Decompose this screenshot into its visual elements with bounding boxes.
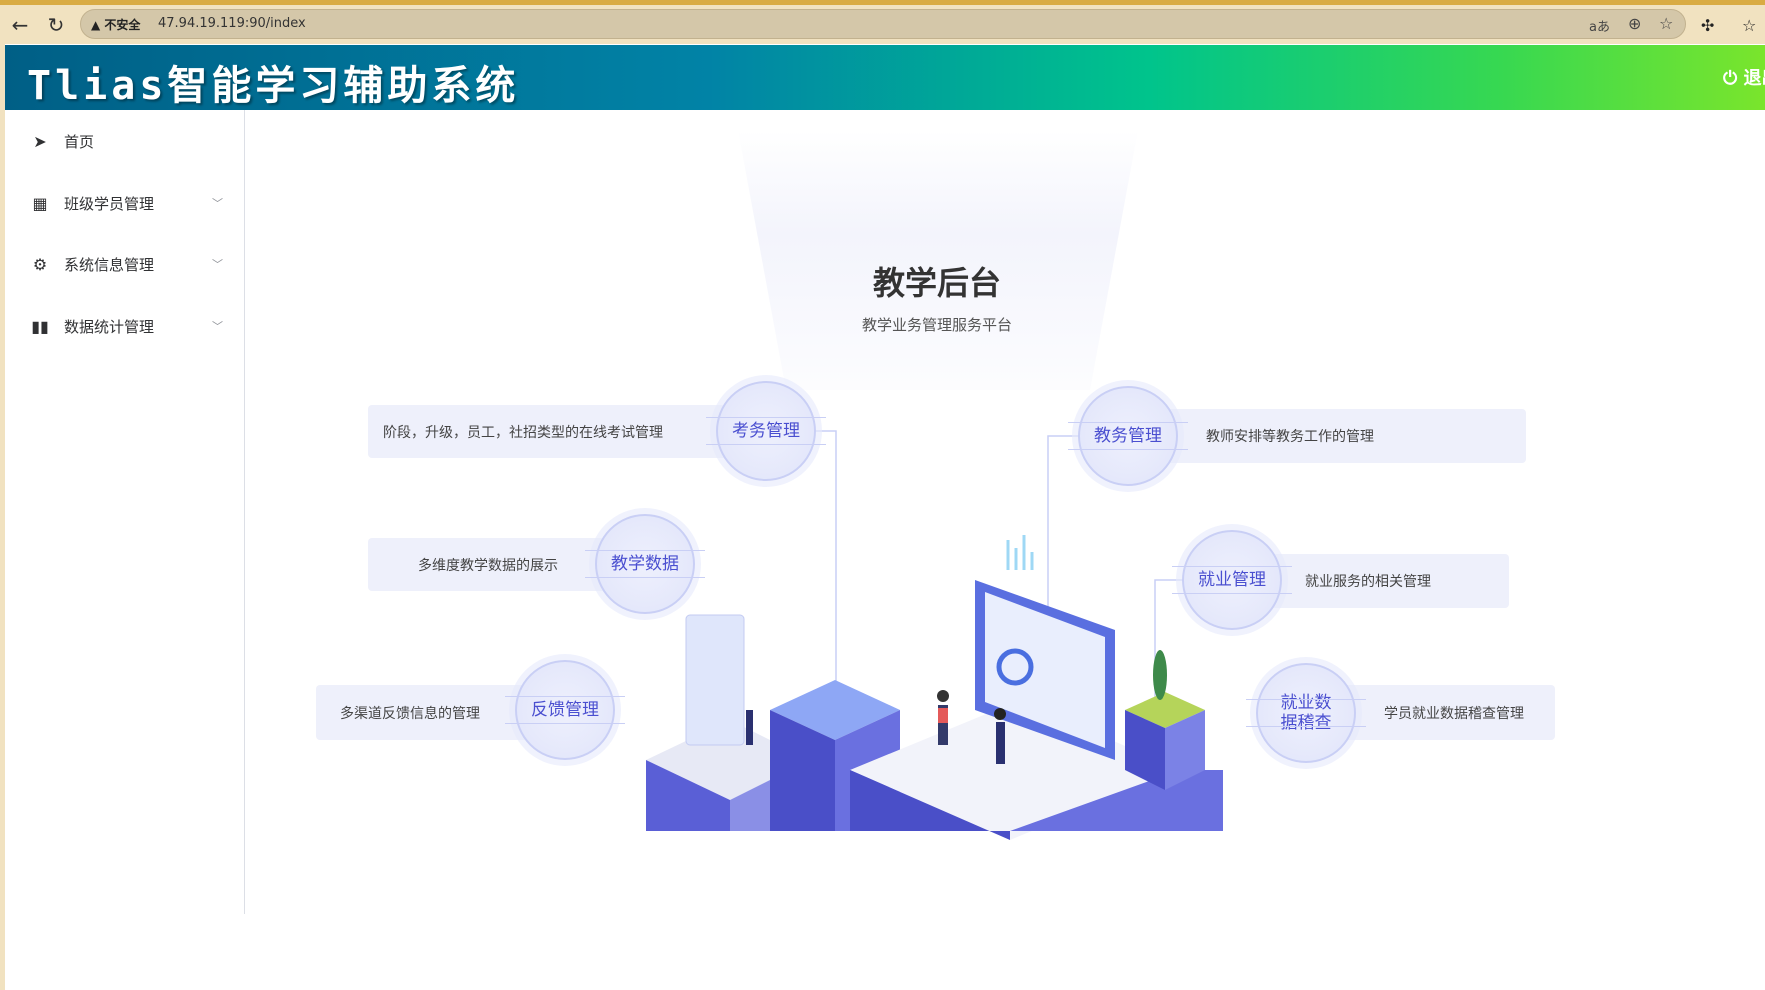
security-label: 不安全 <box>104 18 141 32</box>
module-exam-management[interactable]: 考务管理 <box>706 381 826 481</box>
module-desc-employment: 就业服务的相关管理 <box>1235 554 1509 608</box>
browser-toolbar: ← ↻ ▲ 不安全 47.94.19.119:90/index aあ ⊕ ☆ ✣… <box>0 5 1765 44</box>
logout-button[interactable]: ⏻ 退出登录 <box>1723 64 1765 90</box>
chevron-down-icon: ﹀ <box>212 320 223 333</box>
hero-light-beam <box>738 130 1138 390</box>
extensions-icon[interactable]: ✣ <box>1701 16 1715 35</box>
module-desc-teaching-data: 多维度教学数据的展示 <box>368 538 628 591</box>
module-desc-feedback: 多渠道反馈信息的管理 <box>316 685 546 740</box>
grid-icon: ▦ <box>32 193 48 213</box>
paper-plane-icon: ➤ <box>33 131 47 151</box>
sidebar-menu: ➤ 首页 ▦ 班级学员管理 ﹀ ⚙ 系统信息管理 ﹀ ▮▮ 数据统计管理 ﹀ <box>5 110 245 914</box>
translate-icon[interactable]: aあ <box>1589 20 1610 35</box>
module-desc-text: 学员就业数据稽查管理 <box>1384 705 1524 722</box>
module-name: 教学数据 <box>611 554 679 574</box>
favorites-icon[interactable]: ☆ <box>1742 16 1757 35</box>
glass-panel <box>685 614 745 746</box>
chevron-down-icon: ﹀ <box>212 258 223 271</box>
person <box>938 705 948 745</box>
module-name: 就业管理 <box>1198 570 1266 590</box>
sidebar-item-label: 班级学员管理 <box>64 194 155 213</box>
power-icon: ⏻ <box>1723 68 1738 89</box>
main-platform <box>850 770 1010 840</box>
person <box>746 710 753 745</box>
person <box>996 722 1005 764</box>
platform <box>646 760 730 831</box>
module-name: 考务管理 <box>732 421 800 441</box>
chevron-down-icon: ﹀ <box>212 197 223 210</box>
module-desc-text: 多渠道反馈信息的管理 <box>340 705 480 722</box>
back-icon[interactable]: ← <box>11 13 29 37</box>
module-academic-management[interactable]: 教务管理 <box>1068 386 1188 486</box>
sidebar-item-label: 首页 <box>64 132 95 151</box>
module-desc-text: 多维度教学数据的展示 <box>418 557 558 574</box>
sidebar-item-system-info[interactable]: ⚙ 系统信息管理 ﹀ <box>5 236 245 292</box>
module-desc-academic: 教师安排等教务工作的管理 <box>1130 409 1526 463</box>
app-title: Tlias智能学习辅助系统 <box>27 63 520 109</box>
module-feedback-management[interactable]: 反馈管理 <box>505 660 625 760</box>
module-desc-text: 就业服务的相关管理 <box>1305 574 1431 590</box>
browser-tab-strip <box>0 0 1765 5</box>
zoom-icon[interactable]: ⊕ <box>1628 14 1642 33</box>
bookmark-star-icon[interactable]: ☆ <box>1659 14 1674 33</box>
module-desc-text: 阶段，升级，员工，社招类型的在线考试管理 <box>383 424 663 441</box>
tree <box>1153 650 1167 700</box>
person <box>938 708 948 723</box>
url-text[interactable]: 47.94.19.119:90/index <box>158 16 306 31</box>
module-name: 反馈管理 <box>531 700 599 720</box>
security-warning[interactable]: ▲ 不安全 <box>91 18 141 32</box>
app-header: Tlias智能学习辅助系统 ⏻ 退出登录 <box>5 45 1765 110</box>
address-bar[interactable]: ▲ 不安全 47.94.19.119:90/index aあ ⊕ ☆ <box>80 9 1686 39</box>
tower <box>770 710 835 831</box>
monitor-screen <box>985 592 1105 748</box>
module-employment-data-audit[interactable]: 就业数据稽查 <box>1246 663 1366 763</box>
plant-box <box>1125 710 1165 790</box>
reload-icon[interactable]: ↻ <box>47 13 65 37</box>
hero-subtitle: 教学业务管理服务平台 <box>861 316 1012 334</box>
bar-chart-icon: ▮▮ <box>31 316 49 336</box>
connector-line <box>816 430 837 750</box>
module-name: 就业数据稽查 <box>1280 693 1332 733</box>
module-desc-exam: 阶段，升级，员工，社招类型的在线考试管理 <box>368 405 748 458</box>
window-edge <box>0 44 5 990</box>
module-teaching-data[interactable]: 教学数据 <box>585 514 705 614</box>
sidebar-item-statistics[interactable]: ▮▮ 数据统计管理 ﹀ <box>5 298 245 354</box>
sidebar-item-home[interactable]: ➤ 首页 <box>5 113 245 169</box>
sidebar-item-class-student[interactable]: ▦ 班级学员管理 ﹀ <box>5 175 245 231</box>
sidebar-item-label: 系统信息管理 <box>64 255 155 274</box>
person <box>994 708 1006 720</box>
gear-icon: ⚙ <box>32 254 48 274</box>
module-employment-management[interactable]: 就业管理 <box>1172 530 1292 630</box>
module-name: 教务管理 <box>1094 426 1162 446</box>
screen-chart <box>996 648 1034 686</box>
module-desc-text: 教师安排等教务工作的管理 <box>1206 429 1374 445</box>
isometric-illustration <box>646 430 1232 840</box>
plant-box <box>1165 710 1205 790</box>
logout-label: 退出登录 <box>1743 68 1765 89</box>
person <box>937 690 949 702</box>
hero-title: 教学后台 <box>872 264 1001 302</box>
floating-bars <box>1006 535 1034 570</box>
sidebar-item-label: 数据统计管理 <box>64 317 155 336</box>
platform <box>646 720 810 800</box>
